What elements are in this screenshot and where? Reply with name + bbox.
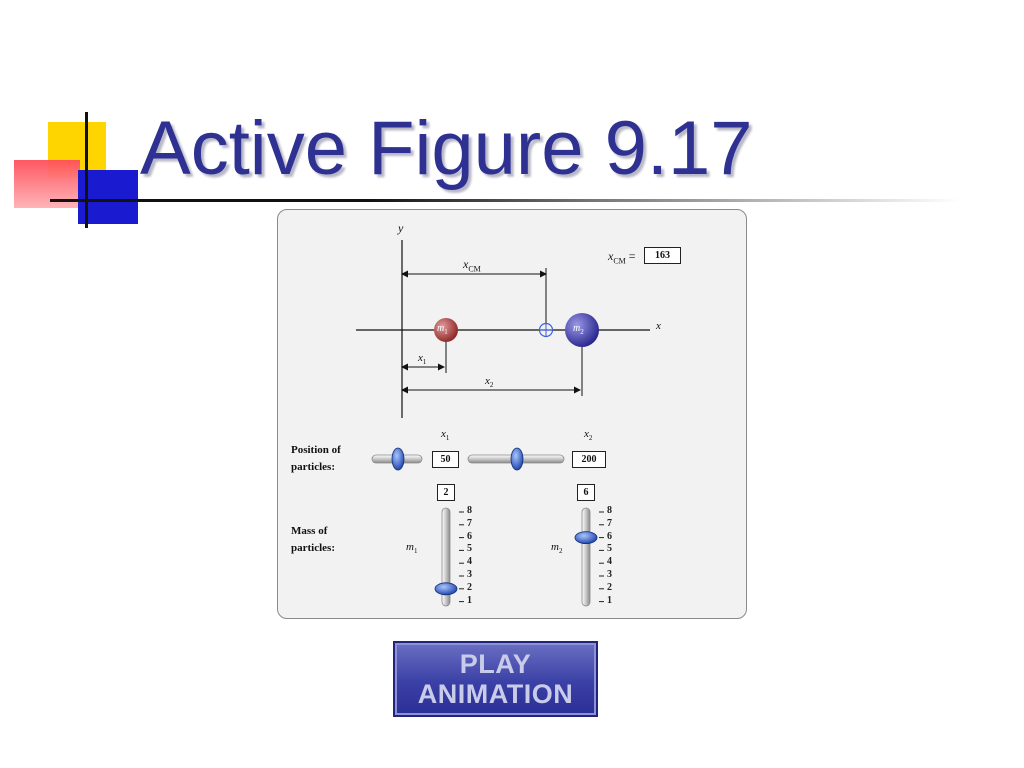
m1-tick-label-4: 4 xyxy=(467,556,472,568)
slide-title: Active Figure 9.17 xyxy=(140,106,753,191)
m2-mass-slider-track[interactable] xyxy=(581,507,591,607)
x2-dimension-label: x2 xyxy=(485,375,494,390)
m1-mass-scale-ticks xyxy=(459,511,464,603)
m2-mass-scale-ticks xyxy=(599,511,604,603)
play-animation-button[interactable]: PLAY ANIMATION xyxy=(393,641,598,717)
m2-tick-label-2: 2 xyxy=(607,581,612,593)
m2-tick-label-5: 5 xyxy=(607,543,612,555)
particle-m2 xyxy=(565,313,599,347)
m1-tick-label-7: 7 xyxy=(467,517,472,529)
x1-value-box[interactable]: 50 xyxy=(432,451,459,468)
x2-slider-knob[interactable] xyxy=(510,447,524,471)
play-button-line1: PLAY xyxy=(459,649,532,679)
m2-tick-label-1: 1 xyxy=(607,594,612,606)
m2-tick-label-6: 6 xyxy=(607,530,612,542)
m2-label: m2 xyxy=(573,323,584,336)
m1-mass-slider-knob[interactable] xyxy=(434,582,458,596)
particle-m1 xyxy=(434,318,458,342)
m1-tick-label-2: 2 xyxy=(467,581,472,593)
m2-tick-label-8: 8 xyxy=(607,505,612,516)
m2-value-box[interactable]: 6 xyxy=(577,484,595,501)
x2-slider-label: x2 xyxy=(584,428,593,443)
title-deco-blue-square xyxy=(78,170,138,224)
m1-tick-label-1: 1 xyxy=(467,594,472,606)
m1-tick-label-5: 5 xyxy=(467,543,472,555)
m1-tick-label-3: 3 xyxy=(467,569,472,580)
mass-of-particles-label: Mass of particles: xyxy=(291,525,335,554)
m1-mass-slider-track[interactable] xyxy=(441,507,451,607)
x-axis-label: x xyxy=(656,320,661,332)
m1-mass-slider-label: m1 xyxy=(406,541,418,556)
x1-slider-label: x1 xyxy=(441,428,450,443)
xcm-dimension-label: xCM xyxy=(463,257,481,274)
title-deco-vertical-line xyxy=(85,112,88,228)
m1-tick-label-8: 8 xyxy=(467,505,472,516)
xcm-readout-label: xCM = xyxy=(608,249,636,266)
x1-dimension-label: x1 xyxy=(418,352,427,367)
position-of-particles-label: Position of particles: xyxy=(291,444,341,473)
x1-slider-knob[interactable] xyxy=(391,447,405,471)
center-of-mass-marker xyxy=(538,322,554,338)
center-of-mass-diagram xyxy=(356,240,650,607)
m2-mass-slider-label: m2 xyxy=(551,541,563,556)
m2-tick-label-3: 3 xyxy=(607,569,612,580)
m2-mass-slider-knob[interactable] xyxy=(574,531,598,545)
m2-tick-label-4: 4 xyxy=(607,556,612,568)
m1-label: m1 xyxy=(437,323,448,336)
title-underline xyxy=(50,199,960,202)
m1-tick-label-6: 6 xyxy=(467,530,472,542)
m1-value-box[interactable]: 2 xyxy=(437,484,455,501)
xcm-value-box: 163 xyxy=(644,247,681,264)
x2-value-box[interactable]: 200 xyxy=(572,451,606,468)
m2-tick-label-7: 7 xyxy=(607,517,612,529)
play-button-line2: ANIMATION xyxy=(417,679,574,709)
active-figure-panel: y x xCM xCM = 163 m1 m2 x1 x2 Position o… xyxy=(277,209,747,619)
y-axis-label: y xyxy=(398,221,404,235)
